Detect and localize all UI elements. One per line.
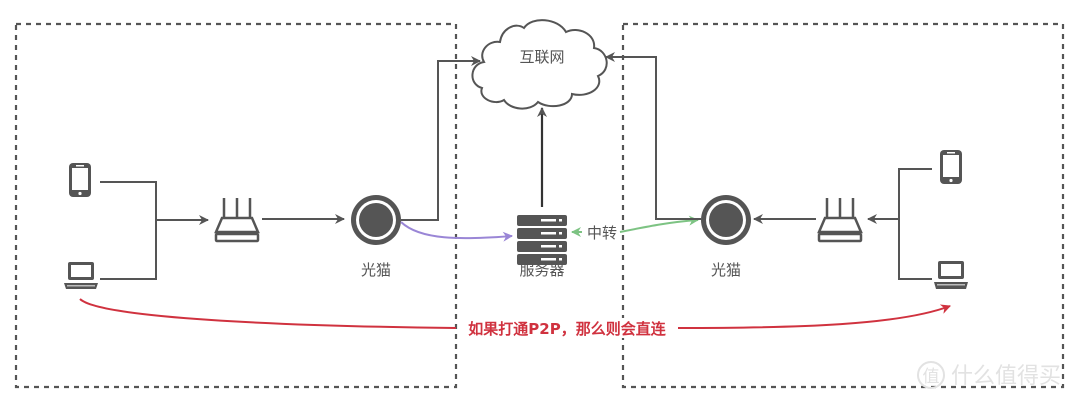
right-modem-label: 光猫: [711, 261, 741, 279]
p2p-direct-link-right: [677, 304, 951, 329]
left-phone-link: [100, 181, 157, 280]
watermark: 值 什么值得买: [917, 361, 1061, 389]
internet-label: 互联网: [519, 48, 564, 66]
p2p-direct-link-left: [79, 298, 457, 329]
right-laptop-icon: [934, 261, 968, 289]
right-device-link: [898, 168, 932, 280]
watermark-text: 什么值得买: [951, 364, 1061, 389]
server-label: 服务器: [519, 261, 564, 279]
left-modem-icon: [351, 195, 401, 245]
relay-label: 中转: [587, 224, 617, 242]
left-modem-to-internet: [401, 56, 481, 221]
left-router-icon: [214, 198, 260, 243]
right-router-icon: [817, 198, 863, 243]
left-network-boundary: [14, 22, 458, 389]
right-modem-to-internet: [605, 52, 701, 220]
right-modem-icon: [701, 195, 751, 245]
server-icon: [517, 215, 567, 265]
left-laptop-icon: [64, 262, 98, 289]
internet-cloud-icon: [471, 19, 608, 110]
relay-to-right-modem-link: [619, 215, 699, 233]
left-modem-to-server-link: [400, 221, 513, 242]
left-phone-icon: [69, 163, 91, 197]
left-modem-label: 光猫: [361, 261, 391, 279]
watermark-badge: 值: [923, 367, 940, 387]
p2p-note: 如果打通P2P，那么则会直连: [468, 320, 666, 338]
right-network-boundary: [621, 22, 1065, 389]
right-phone-icon: [940, 150, 962, 184]
